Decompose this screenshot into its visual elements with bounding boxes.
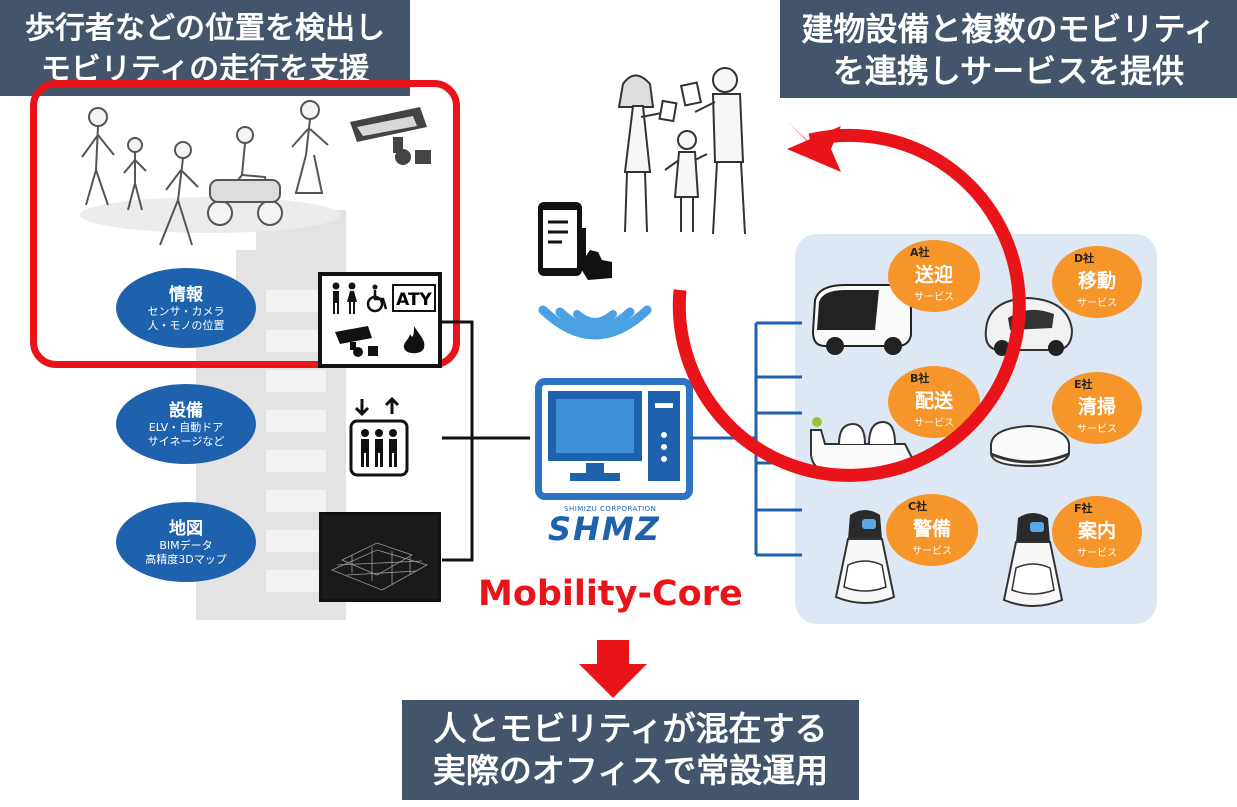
sensor-sign-box: ATY (318, 272, 442, 368)
info-oval-sensors: 情報 センサ・カメラ 人・モノの位置 (116, 268, 256, 348)
info-title: 情報 (169, 285, 203, 305)
bim-3d-map-image (319, 512, 441, 602)
security-camera-icon (350, 107, 431, 165)
service-badge-e: E社 清掃 サービス (1052, 372, 1142, 444)
cleaning-robot-illustration (990, 424, 1070, 468)
service-sub: サービス (1077, 424, 1117, 435)
service-name: 清掃 (1077, 396, 1116, 418)
info-line: サイネージなど (147, 435, 225, 448)
shuttle-vehicle-illustration (811, 284, 912, 355)
info-title: 設備 (169, 401, 203, 421)
banner-line: 建物設備と複数のモビリティ (801, 10, 1216, 48)
guide-robot-illustration (1002, 513, 1064, 607)
elevator-icon-box (348, 395, 410, 479)
delivery-robot-illustration (810, 417, 913, 475)
service-sub: サービス (1077, 548, 1117, 559)
security-robot-illustration (834, 510, 896, 604)
service-sub: サービス (1077, 298, 1117, 309)
banner-building-integration: 建物設備と複数のモビリティ を連携しサービスを提供 (780, 0, 1237, 98)
aty-sign: ATY (392, 284, 436, 312)
info-line: 高精度3Dマップ (145, 553, 227, 566)
info-oval-facilities: 設備 ELV・自動ドア サイネージなど (116, 384, 256, 464)
tablet-touch-icon (538, 202, 612, 280)
service-name: 警備 (912, 518, 951, 540)
service-sub: サービス (914, 292, 954, 303)
left-connector-lines (442, 320, 530, 562)
info-line: ELV・自動ドア (148, 421, 224, 434)
company-label: C社 (908, 500, 928, 513)
company-label: E社 (1074, 378, 1093, 391)
info-line: 人・モノの位置 (147, 319, 225, 332)
down-arrow (579, 640, 647, 698)
shimizu-logo: SHMZ (548, 510, 661, 548)
company-label: B社 (910, 372, 930, 385)
computer-icon (548, 391, 680, 481)
mobility-core-computer (535, 378, 693, 500)
service-name: 案内 (1077, 520, 1116, 542)
restroom-icon (332, 282, 357, 314)
service-badge-d: D社 移動 サービス (1052, 246, 1142, 318)
service-name: 移動 (1077, 270, 1116, 292)
service-name: 送迎 (914, 264, 953, 286)
service-badge-a: A社 送迎 サービス (888, 240, 980, 312)
shimizu-corporation-text: SHIMIZU CORPORATION (564, 505, 657, 513)
service-badge-f: F社 案内 サービス (1052, 496, 1142, 568)
service-name: 配送 (914, 390, 953, 412)
banner-line: 歩行者などの位置を検出し (25, 11, 385, 46)
detection-frame (30, 80, 460, 368)
fire-icon (403, 326, 425, 354)
company-label: D社 (1074, 252, 1095, 265)
banner-line: 実際のオフィスで常設運用 (432, 751, 829, 790)
info-oval-maps: 地図 BIMデータ 高精度3Dマップ (116, 502, 256, 582)
arrow-head (787, 126, 841, 172)
circular-flow-arrow (672, 122, 1026, 482)
service-sub: サービス (912, 546, 952, 557)
elevator-icon (349, 396, 409, 477)
wheelchair-icon (366, 284, 388, 313)
info-title: 地図 (169, 519, 203, 539)
camera-icon (335, 326, 378, 357)
pedestrians-illustration (80, 100, 340, 246)
company-label: F社 (1074, 502, 1093, 515)
service-sub: サービス (914, 418, 954, 429)
banner-line: 人とモビリティが混在する (433, 709, 828, 748)
banner-office-operation: 人とモビリティが混在する 実際のオフィスで常設運用 (402, 700, 859, 800)
wireless-signal-icon (538, 305, 652, 340)
mobility-core-label: Mobility-Core (478, 574, 743, 614)
service-badge-c: C社 警備 サービス (886, 494, 978, 566)
family-illustration (617, 67, 746, 235)
info-line: BIMデータ (159, 539, 213, 552)
company-label: A社 (910, 246, 930, 259)
banner-line: を連携しサービスを提供 (832, 52, 1185, 90)
info-line: センサ・カメラ (147, 305, 225, 318)
